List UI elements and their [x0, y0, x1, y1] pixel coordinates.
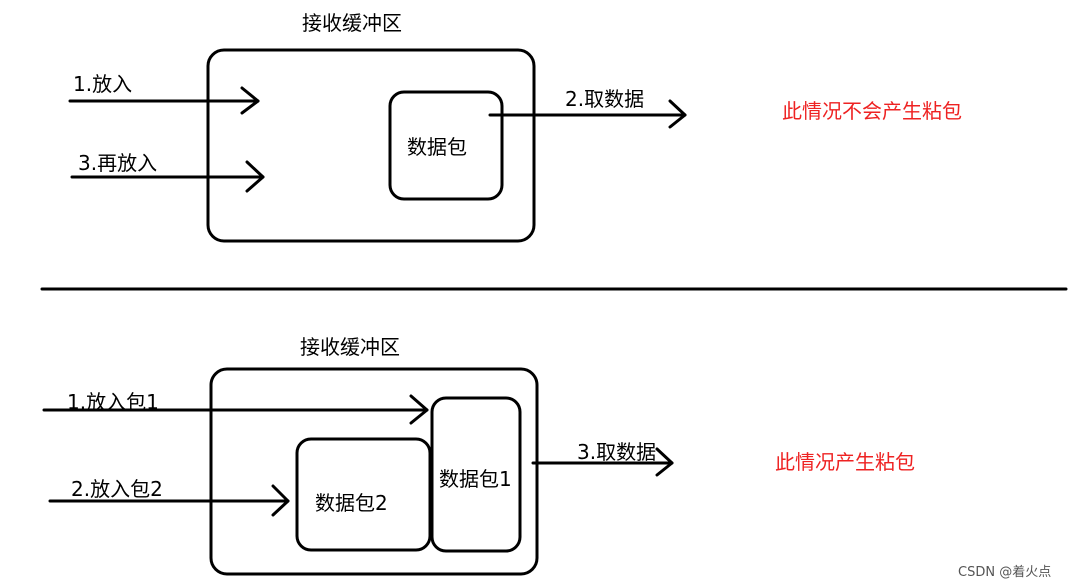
bottom-packet-2-box	[295, 437, 432, 552]
bottom-packet-2-label: 数据包2	[315, 491, 388, 515]
top-put-again-label: 3.再放入	[78, 151, 157, 175]
top-scenario: 接收缓冲区 1.放入 3.再放入 数据包 2.取数据 此情况不会产生粘包	[68, 11, 962, 243]
bottom-take-label: 3.取数据	[577, 440, 656, 464]
bottom-put-packet-2-arrowhead	[271, 484, 290, 517]
bottom-receive-buffer	[209, 367, 539, 576]
top-packet-box	[388, 90, 504, 201]
watermark: CSDN @着火点	[958, 564, 1051, 580]
bottom-take-arrowhead	[655, 447, 674, 477]
bottom-packet-1-label: 数据包1	[439, 467, 512, 491]
top-take-arrowhead	[668, 99, 687, 129]
bottom-buffer-label: 接收缓冲区	[300, 335, 400, 359]
top-put-again-arrowhead	[245, 160, 265, 193]
bottom-packet-1-box	[430, 396, 522, 553]
top-note: 此情况不会产生粘包	[782, 99, 962, 123]
top-put-1-label: 1.放入	[73, 72, 132, 96]
top-take-label: 2.取数据	[565, 87, 644, 111]
top-packet-label: 数据包	[407, 135, 467, 159]
bottom-put-packet-2-label: 2.放入包2	[71, 477, 163, 501]
bottom-scenario: 接收缓冲区 1.放入包1 2.放入包2 数据包2 数据包1 3.取数据 此情况产…	[42, 335, 915, 576]
bottom-note: 此情况产生粘包	[775, 450, 915, 474]
bottom-put-packet-1-arrowhead	[409, 394, 429, 425]
top-put-1-arrowhead	[240, 86, 260, 115]
top-receive-buffer	[206, 48, 536, 243]
top-buffer-label: 接收缓冲区	[302, 11, 402, 35]
